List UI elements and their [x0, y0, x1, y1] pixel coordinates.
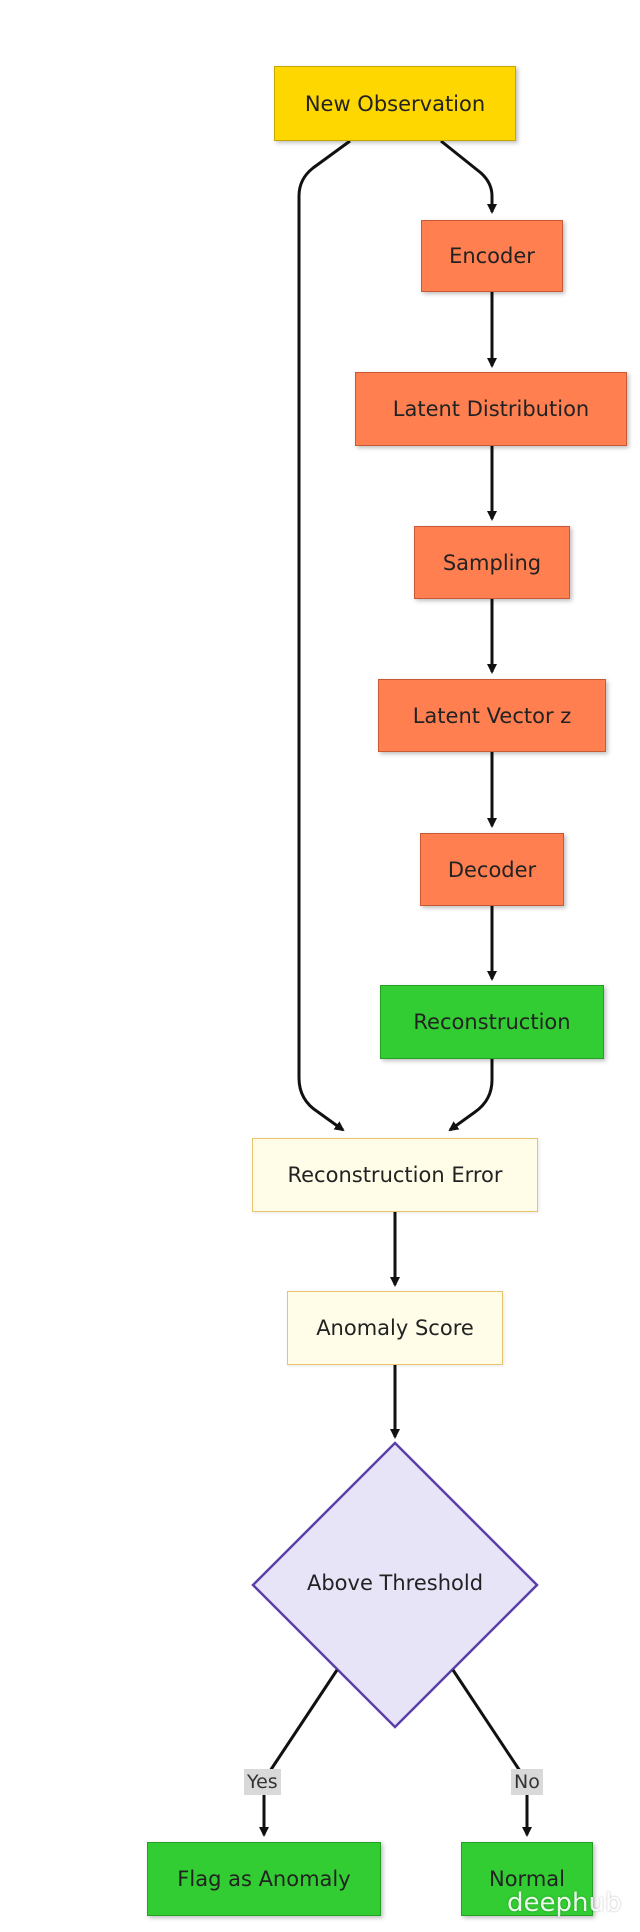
yes-edge-label: Yes	[244, 1769, 281, 1795]
normal-node: Normal	[461, 1842, 593, 1916]
flag-anomaly-node: Flag as Anomaly	[147, 1842, 381, 1916]
edge-threshold-yes-to-flag	[259, 1669, 339, 1837]
edge-observation-to-error-skip	[297, 139, 351, 1132]
edge-reconstruction-to-error	[448, 1059, 494, 1132]
decision-diamond	[251, 1441, 539, 1729]
edge-threshold-no-to-normal	[451, 1669, 532, 1837]
above-threshold-label: Above Threshold	[306, 1571, 484, 1595]
decoder-node: Decoder	[420, 833, 564, 906]
edge-observation-to-encoder	[440, 139, 497, 214]
reconstruction-error-node: Reconstruction Error	[252, 1138, 538, 1212]
anomaly-score-node: Anomaly Score	[287, 1291, 503, 1365]
reconstruction-node: Reconstruction	[380, 985, 604, 1059]
latent-vector-node: Latent Vector z	[378, 679, 606, 752]
deephub-watermark: deephub	[507, 1888, 622, 1918]
sampling-node: Sampling	[414, 526, 570, 599]
latent-distribution-node: Latent Distribution	[355, 372, 627, 446]
new-observation-node: New Observation	[274, 66, 516, 141]
encoder-node: Encoder	[421, 220, 563, 292]
no-edge-label: No	[511, 1769, 543, 1795]
